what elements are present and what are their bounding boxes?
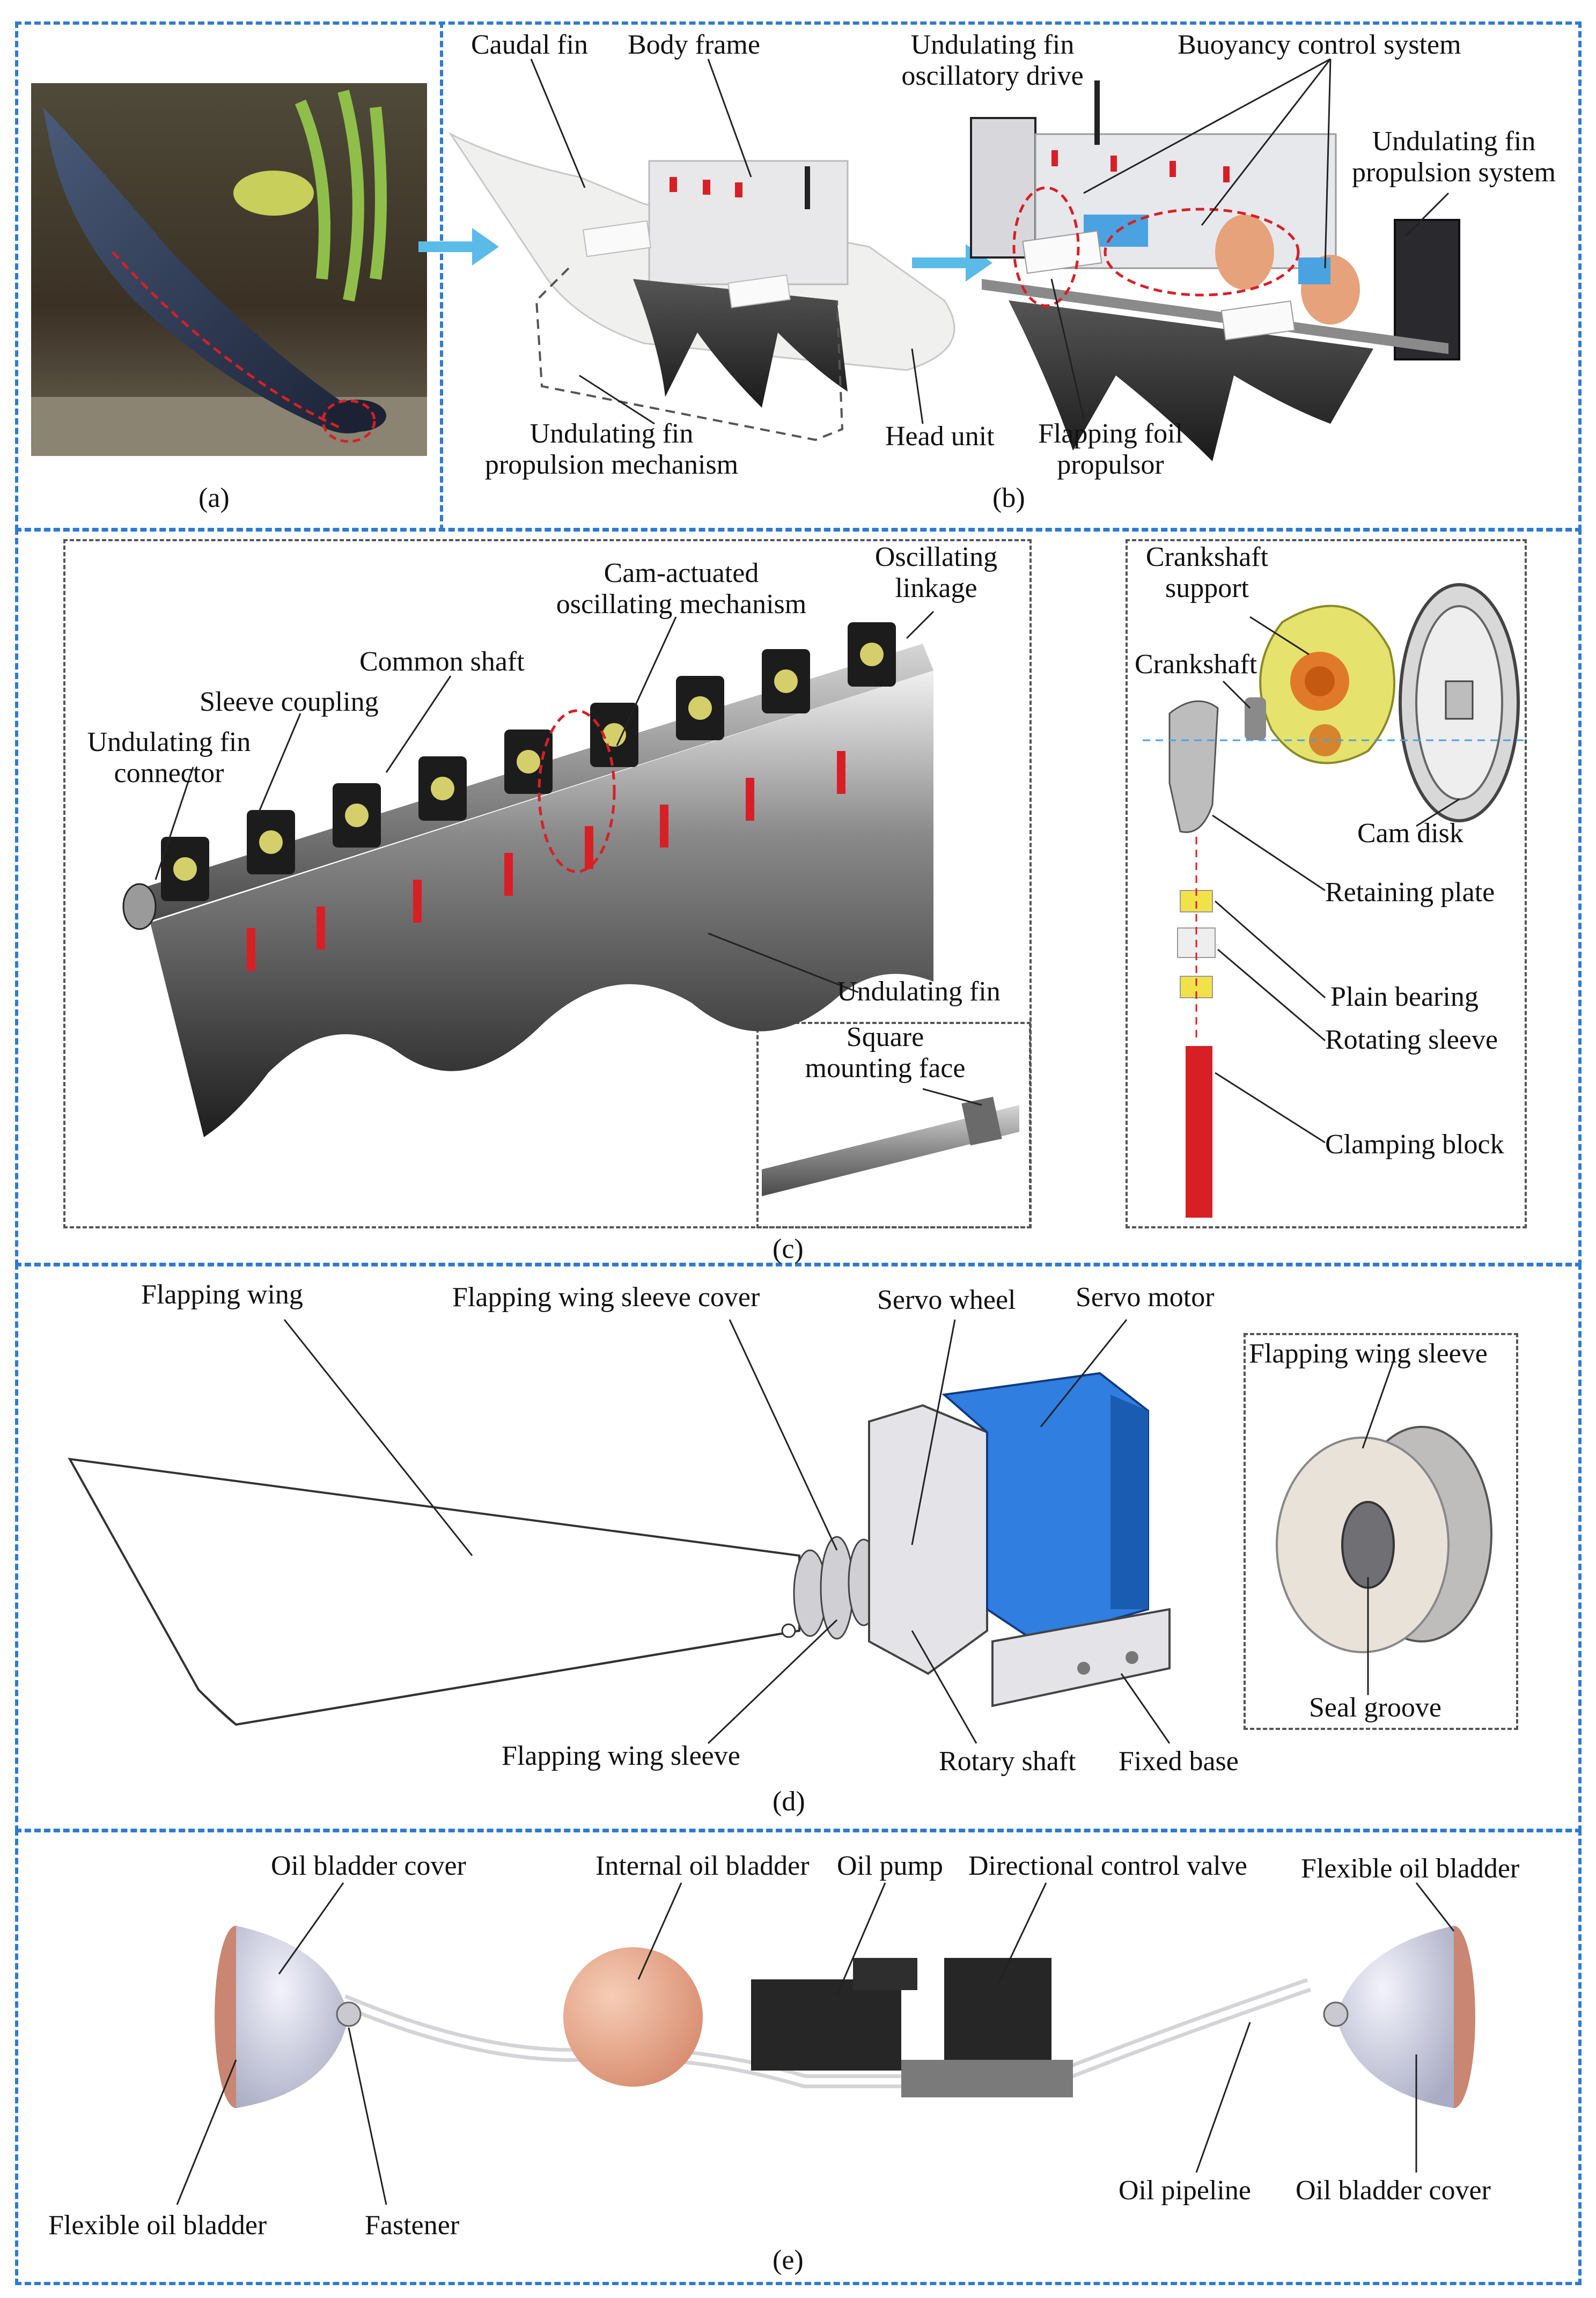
label-servo-wheel: Servo wheel xyxy=(877,1285,1016,1315)
label-cam-disk: Cam disk xyxy=(1357,818,1463,849)
label-flapping-wing-sleeve: Flapping wing sleeve xyxy=(502,1741,740,1771)
label-seal-groove: Seal groove xyxy=(1309,1692,1441,1723)
panel-c-detail-box xyxy=(756,1022,1031,1228)
label-undulating-fin-propulsion-mechanism: Undulating fin propulsion mechanism xyxy=(484,418,739,480)
mechanism-dashed-outline xyxy=(535,267,844,441)
label-oil-pipeline: Oil pipeline xyxy=(1119,2175,1251,2206)
label-flapping-wing-sleeve-title: Flapping wing sleeve xyxy=(1249,1338,1488,1369)
label-fixed-base: Fixed base xyxy=(1119,1746,1239,1777)
label-crankshaft-support: Crankshaft support xyxy=(1145,542,1269,603)
panel-b-caption: (b) xyxy=(992,483,1025,513)
flapping-wing-assembly xyxy=(68,1372,1171,1726)
label-flexible-oil-bladder-left: Flexible oil bladder xyxy=(48,2210,267,2241)
panel-d-caption: (d) xyxy=(773,1786,805,1817)
label-clamping-block: Clamping block xyxy=(1325,1129,1504,1160)
label-undulating-fin-propulsion-system: Undulating fin propulsion system xyxy=(1352,126,1556,188)
label-crankshaft: Crankshaft xyxy=(1135,649,1257,680)
knifefish-photo xyxy=(31,83,427,456)
label-oil-pump: Oil pump xyxy=(837,1851,943,1881)
label-flapping-wing: Flapping wing xyxy=(141,1279,303,1310)
panel-c-exploded-leaders xyxy=(1212,616,1460,1144)
label-directional-control-valve: Directional control valve xyxy=(968,1851,1247,1881)
label-plain-bearing: Plain bearing xyxy=(1330,982,1479,1012)
panel-d-sleeve-box xyxy=(1244,1333,1518,1730)
label-head-unit: Head unit xyxy=(885,421,995,452)
panel-c-caption: (c) xyxy=(773,1234,804,1264)
buoyancy-system-assembly xyxy=(215,1926,1475,2108)
label-flapping-wing-sleeve-cover: Flapping wing sleeve cover xyxy=(452,1282,760,1313)
panel-e-frame xyxy=(15,1829,1582,2285)
square-mounting-face-detail xyxy=(762,1096,1019,1196)
panel-b-leaders xyxy=(530,58,1450,425)
label-rotary-shaft: Rotary shaft xyxy=(939,1746,1076,1777)
label-oscillating-linkage: Oscillating linkage xyxy=(874,542,998,603)
panel-e-caption: (e) xyxy=(773,2245,804,2275)
label-servo-motor: Servo motor xyxy=(1076,1282,1215,1313)
label-cam-actuated-oscillating-mechanism: Cam-actuated oscillating mechanism xyxy=(556,558,807,620)
label-body-frame: Body frame xyxy=(628,30,760,60)
panel-a-divider xyxy=(440,21,443,531)
panel-a-caption: (a) xyxy=(198,483,230,513)
label-flapping-foil-propulsor: Flapping foil propulsor xyxy=(1038,418,1183,480)
flapping-wing-sleeve-detail xyxy=(1276,1426,1492,1653)
label-oil-bladder-cover-right: Oil bladder cover xyxy=(1296,2175,1491,2206)
label-sleeve-coupling: Sleeve coupling xyxy=(200,687,379,717)
label-common-shaft: Common shaft xyxy=(359,646,525,677)
label-internal-oil-bladder: Internal oil bladder xyxy=(595,1851,810,1881)
label-fastener: Fastener xyxy=(365,2210,460,2241)
label-rotating-sleeve: Rotating sleeve xyxy=(1325,1025,1498,1055)
label-flexible-oil-bladder-right: Flexible oil bladder xyxy=(1301,1853,1520,1884)
robot-internal-view xyxy=(970,80,1460,461)
label-undulating-fin: Undulating fin xyxy=(837,976,1001,1007)
label-caudal-fin: Caudal fin xyxy=(471,30,589,60)
panel-c-exploded-box xyxy=(1126,539,1527,1228)
arrow-a-to-b xyxy=(418,228,499,266)
label-oil-bladder-cover-left: Oil bladder cover xyxy=(271,1851,466,1881)
label-undulating-fin-oscillatory-drive: Undulating fin oscillatory drive xyxy=(901,30,1084,91)
panel-c-main-box xyxy=(63,539,1032,1228)
panel-d-leaders xyxy=(283,1319,1396,1744)
label-square-mounting-face: Square mounting face xyxy=(805,1022,966,1084)
label-undulating-fin-connector: Undulating fin connector xyxy=(87,727,251,789)
label-retaining-plate: Retaining plate xyxy=(1325,877,1495,908)
exploded-cam-assembly xyxy=(1143,583,1524,1218)
oscillating-mechanisms-row xyxy=(161,622,896,971)
robot-fish-shell xyxy=(448,132,955,408)
panel-e-leaders xyxy=(176,1882,1455,2205)
label-buoyancy-control-system: Buoyancy control system xyxy=(1178,30,1461,60)
panel-c-leaders xyxy=(155,610,982,1106)
